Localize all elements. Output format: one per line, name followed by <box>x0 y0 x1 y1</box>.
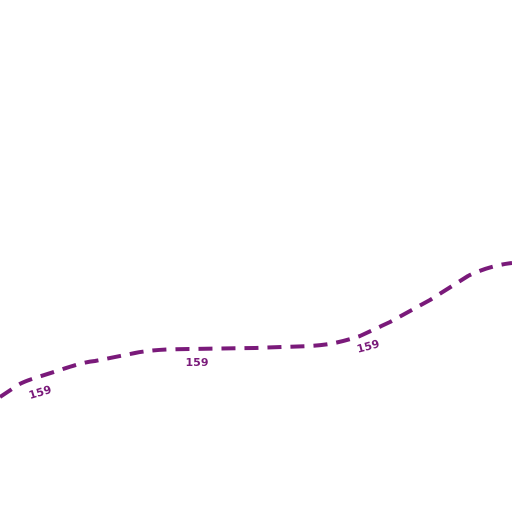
route-159-line[interactable] <box>0 261 512 399</box>
route-label: 159 <box>355 337 381 356</box>
route-label: 159 <box>186 356 209 369</box>
route-label: 159 <box>27 383 53 402</box>
